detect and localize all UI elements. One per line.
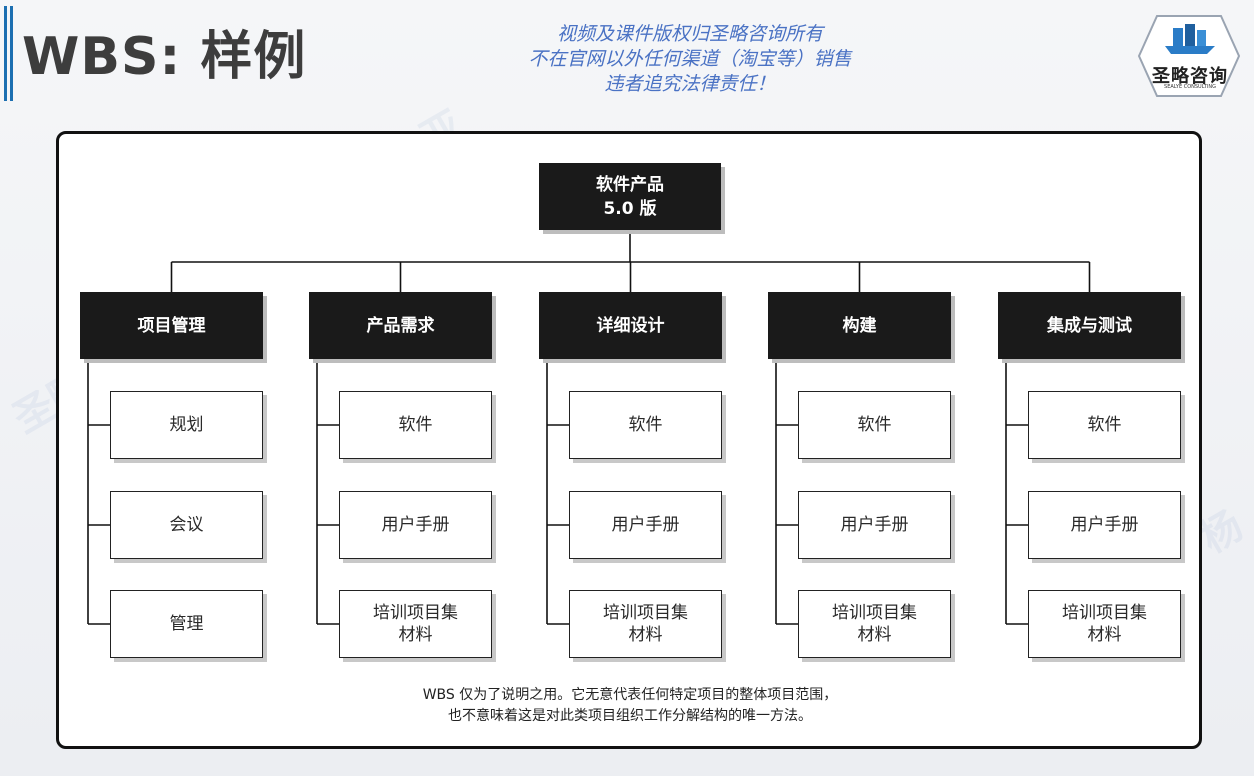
wbs-work-package-label: 培训项目集 材料 xyxy=(1062,603,1147,645)
notice-line: 违者追究法律责任！ xyxy=(604,73,776,95)
wbs-work-package-label: 培训项目集 材料 xyxy=(603,603,688,645)
wbs-root-node: 软件产品 5.0 版 xyxy=(539,163,721,230)
wbs-work-package: 软件 xyxy=(569,391,722,459)
logo-subtext: SEALYE CONSULTING xyxy=(1164,84,1216,90)
wbs-work-package-label: 用户手册 xyxy=(381,515,450,535)
logo-text: 圣略咨询 xyxy=(1152,66,1228,87)
wbs-work-package: 用户手册 xyxy=(569,491,722,559)
wbs-work-package: 软件 xyxy=(1028,391,1181,459)
footnote-line: 也不意味着这是对此类项目组织工作分解结构的唯一方法。 xyxy=(448,708,812,724)
wbs-work-package-label: 培训项目集 材料 xyxy=(373,603,458,645)
title-accent-bar xyxy=(4,6,7,101)
notice-line: 不在官网以外任何渠道（淘宝等）销售 xyxy=(528,48,852,70)
wbs-work-package-label: 规划 xyxy=(169,415,204,435)
wbs-work-package: 管理 xyxy=(110,590,263,658)
wbs-work-package: 培训项目集 材料 xyxy=(339,590,492,658)
wbs-work-package: 软件 xyxy=(798,391,951,459)
wbs-branch-node: 产品需求 xyxy=(309,292,492,359)
company-logo xyxy=(1137,15,1241,97)
wbs-work-package: 软件 xyxy=(339,391,492,459)
wbs-work-package: 培训项目集 材料 xyxy=(569,590,722,658)
wbs-work-package-label: 用户手册 xyxy=(840,515,909,535)
wbs-work-package: 培训项目集 材料 xyxy=(1028,590,1181,658)
slide-title: WBS: 样例 xyxy=(22,27,307,87)
wbs-work-package-label: 软件 xyxy=(628,415,663,435)
wbs-branch-node: 详细设计 xyxy=(539,292,722,359)
title-accent-bar xyxy=(10,6,13,101)
wbs-branch-label: 详细设计 xyxy=(596,315,665,336)
wbs-work-package-label: 用户手册 xyxy=(1070,515,1139,535)
wbs-branch-label: 构建 xyxy=(842,315,877,336)
wbs-work-package-label: 用户手册 xyxy=(611,515,680,535)
notice-line: 视频及课件版权归圣略咨询所有 xyxy=(556,23,823,45)
wbs-work-package: 培训项目集 材料 xyxy=(798,590,951,658)
wbs-work-package-label: 软件 xyxy=(857,415,892,435)
wbs-work-package-label: 软件 xyxy=(398,415,433,435)
wbs-root-label: 软件产品 5.0 版 xyxy=(596,174,664,219)
wbs-work-package-label: 会议 xyxy=(169,515,204,535)
wbs-branch-node: 集成与测试 xyxy=(998,292,1181,359)
wbs-work-package-label: 管理 xyxy=(169,614,204,634)
wbs-branch-node: 项目管理 xyxy=(80,292,263,359)
footnote: WBS 仅为了说明之用。它无意代表任何特定项目的整体项目范围， 也不意味着这是对… xyxy=(280,685,980,727)
wbs-branch-label: 集成与测试 xyxy=(1047,315,1132,336)
wbs-work-package: 规划 xyxy=(110,391,263,459)
wbs-work-package-label: 培训项目集 材料 xyxy=(832,603,917,645)
wbs-work-package: 用户手册 xyxy=(339,491,492,559)
footnote-line: WBS 仅为了说明之用。它无意代表任何特定项目的整体项目范围， xyxy=(422,687,838,703)
wbs-work-package-label: 软件 xyxy=(1087,415,1122,435)
copyright-notice: 视频及课件版权归圣略咨询所有 不在官网以外任何渠道（淘宝等）销售 违者追究法律责… xyxy=(480,22,900,97)
wbs-work-package: 会议 xyxy=(110,491,263,559)
wbs-branch-label: 项目管理 xyxy=(137,315,206,336)
wbs-work-package: 用户手册 xyxy=(1028,491,1181,559)
wbs-branch-label: 产品需求 xyxy=(366,315,435,336)
wbs-branch-node: 构建 xyxy=(768,292,951,359)
wbs-work-package: 用户手册 xyxy=(798,491,951,559)
